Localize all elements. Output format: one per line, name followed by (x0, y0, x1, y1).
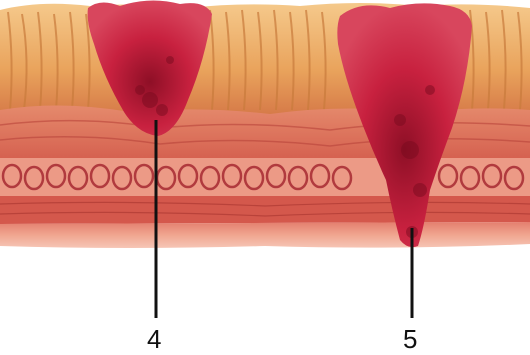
serosa-layer (0, 222, 530, 248)
gland-layer (0, 158, 530, 196)
callout-number-4: 4 (147, 326, 161, 352)
muscle-layer (0, 196, 530, 224)
callout-number-5: 5 (403, 326, 417, 352)
